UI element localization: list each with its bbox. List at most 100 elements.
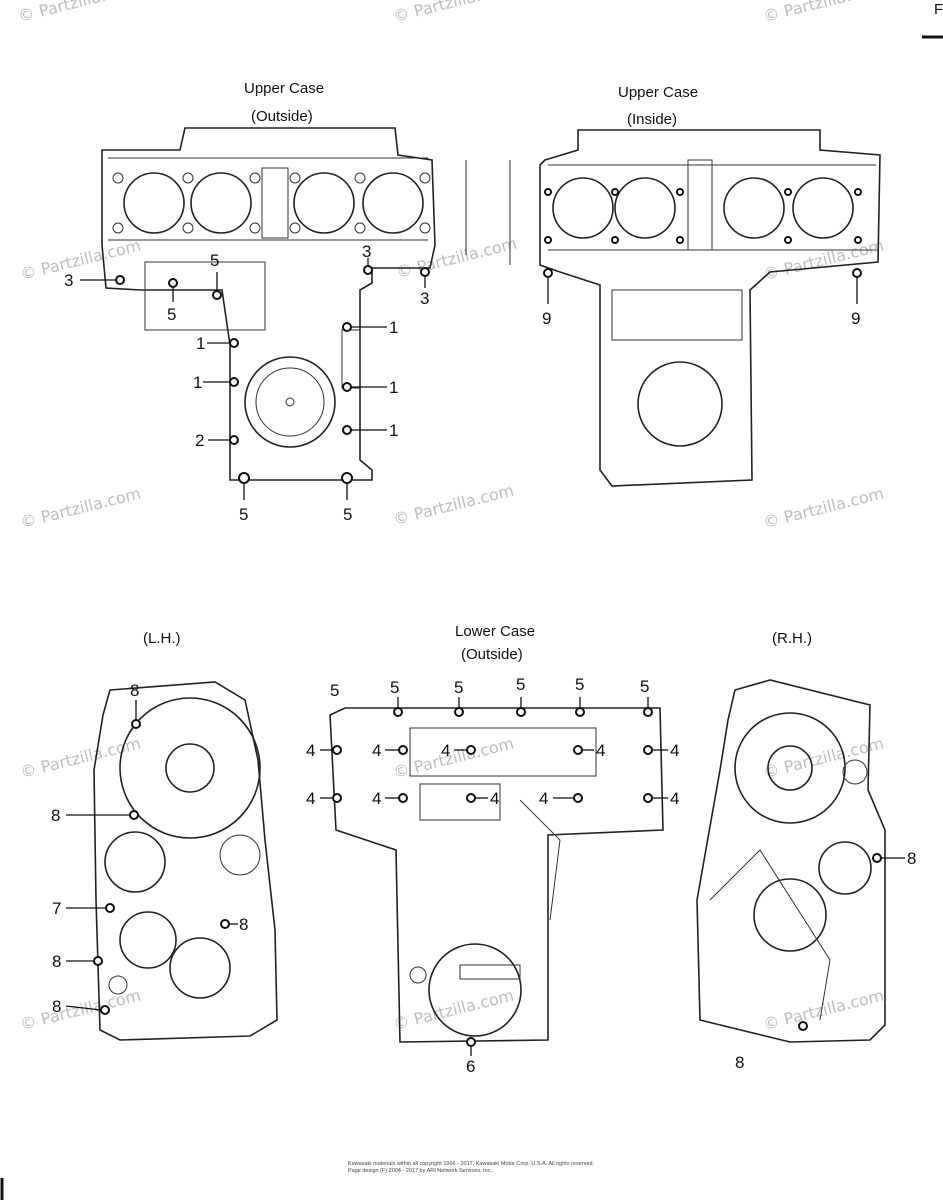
page-letter: F [934, 1, 943, 18]
lower-case-outside: Lower Case (Outside) [306, 623, 679, 1076]
watermark: © Partzilla.com [391, 986, 515, 1034]
callout-number: 8 [52, 952, 61, 971]
watermark: © Partzilla.com [761, 0, 885, 26]
lower-outside-subtitle: (Outside) [461, 646, 523, 663]
clutch-center [285, 397, 295, 407]
case-web [709, 849, 831, 1021]
callout-number: 1 [196, 334, 205, 353]
cylinder-bore [552, 177, 614, 239]
drain-boss [108, 975, 128, 995]
callout-number: 5 [516, 675, 525, 694]
callout-number: 8 [51, 806, 60, 825]
clutch-cover [734, 712, 846, 824]
lower-outside-title: Lower Case [455, 623, 535, 640]
watermark-center: © Partzilla.com [394, 234, 518, 282]
callout-number: 3 [362, 242, 371, 261]
cylinder-bore [614, 177, 676, 239]
alternator-hub [165, 743, 215, 793]
cylinder-bore [792, 177, 854, 239]
callout-number: 4 [306, 789, 315, 808]
callout-number: 4 [372, 741, 381, 760]
lh-title: (L.H.) [143, 630, 181, 647]
callout-number: 3 [420, 289, 429, 308]
cylinder-bore [723, 177, 785, 239]
case-outline [101, 127, 436, 481]
gear-bore [753, 878, 827, 952]
callout-number: 4 [670, 789, 679, 808]
callout-number: 8 [907, 849, 916, 868]
case-boss [341, 329, 361, 389]
leader-lines [80, 258, 426, 500]
callout-number: 1 [389, 318, 398, 337]
callout-number: 1 [389, 421, 398, 440]
watermark: © Partzilla.com [18, 986, 142, 1034]
callout-number: 1 [193, 373, 202, 392]
upper-outside-subtitle: (Outside) [251, 108, 313, 125]
oil-pan-rib [409, 727, 597, 777]
callout-number: 1 [389, 378, 398, 397]
lower-case-rh: (R.H.) 8 8 [696, 630, 916, 1072]
callout-number: 4 [539, 789, 548, 808]
copyright-line: Kawasaki materials within all copyright … [348, 1161, 595, 1167]
cylinder-bore [190, 172, 252, 234]
clutch-housing [637, 361, 723, 447]
callout-number: 4 [670, 741, 679, 760]
alternator-cover [119, 697, 261, 839]
watermark: © Partzilla.com [16, 0, 140, 26]
watermark: © Partzilla.com [761, 986, 885, 1034]
upper-case-inside: Upper Case (Inside) 9 9 [509, 84, 881, 487]
watermark: © Partzilla.com [391, 0, 515, 26]
callout-number: 8 [52, 997, 61, 1016]
case-outline [696, 679, 886, 1043]
cylinder-bore [362, 172, 424, 234]
oil-filter-housing [428, 943, 522, 1037]
callout-number: 5 [575, 675, 584, 694]
footer: Kawasaki materials within all copyright … [348, 1161, 595, 1174]
leader-lines [320, 697, 668, 1056]
callout-number: 4 [372, 789, 381, 808]
callout-number: 5 [343, 505, 352, 524]
callout-number: 5 [167, 305, 176, 324]
upper-inside-subtitle: (Inside) [627, 111, 677, 128]
callout-number: 3 [64, 271, 73, 290]
callout-number: 8 [130, 681, 139, 700]
cam-chain-tunnel [261, 167, 289, 239]
callout-number: 5 [640, 677, 649, 696]
bolts [115, 265, 430, 484]
gear-bore [818, 841, 872, 895]
boss [842, 759, 868, 785]
gear-bore [169, 937, 231, 999]
callout-number: 8 [239, 915, 248, 934]
cam-chain-tunnel [687, 159, 713, 251]
callout-number: 5 [210, 251, 219, 270]
callout-number: 7 [52, 899, 61, 918]
callout-number: 5 [454, 678, 463, 697]
callout-number: 4 [441, 741, 450, 760]
callout-number: 5 [239, 505, 248, 524]
callout-number: 4 [596, 741, 605, 760]
case-rib [611, 289, 743, 341]
upper-inside-title: Upper Case [618, 84, 698, 101]
callout-number: 5 [330, 681, 339, 700]
filter-bracket [459, 964, 521, 980]
case-outline [539, 129, 881, 487]
gear-bore [119, 911, 177, 969]
callout-number: 5 [390, 678, 399, 697]
watermark: © Partzilla.com [18, 734, 142, 782]
callout-number: 8 [735, 1053, 744, 1072]
cylinder-bore [123, 172, 185, 234]
head-gasket-lines [108, 157, 428, 241]
clutch-hub [767, 745, 813, 791]
watermarks: © Partzilla.com © Partzilla.com © Partzi… [16, 0, 885, 1034]
lower-case-lh: (L.H.) 8 8 7 8 8 8 [51, 630, 278, 1041]
oil-passage [519, 799, 561, 921]
leader-lines [65, 700, 238, 1011]
case-rib [144, 261, 266, 331]
cylinder-bore [293, 172, 355, 234]
clutch-housing [244, 356, 336, 448]
callout-number: 9 [851, 309, 860, 328]
callout-number: 4 [306, 741, 315, 760]
callout-number: 2 [195, 431, 204, 450]
watermark: © Partzilla.com [761, 236, 885, 284]
